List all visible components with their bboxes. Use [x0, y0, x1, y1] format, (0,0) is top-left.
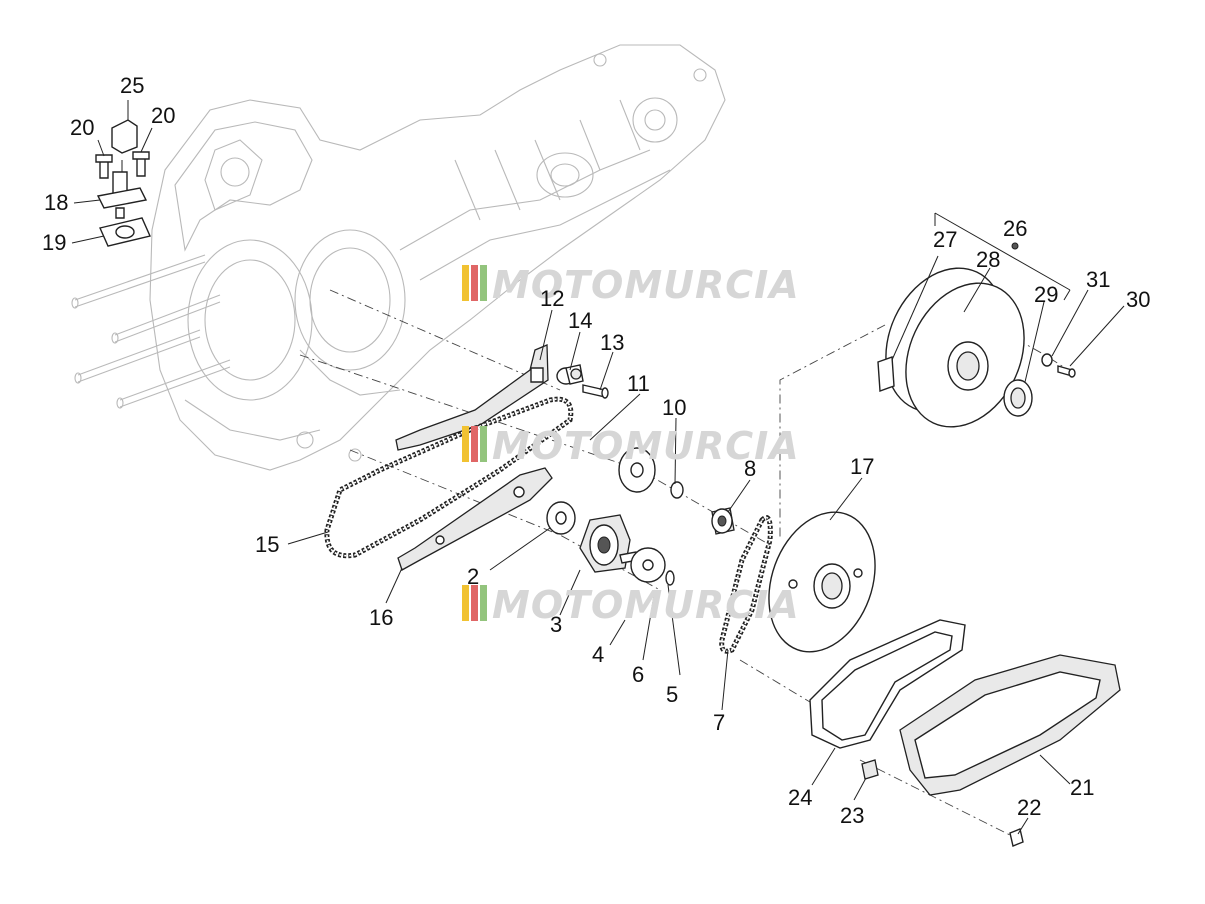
callout-15: 15: [255, 532, 279, 557]
callout-3: 3: [550, 612, 562, 637]
callout-10: 10: [662, 395, 686, 420]
leader-lines: [71, 127, 1125, 835]
callout-20-right: 20: [151, 103, 175, 128]
callout-5: 5: [666, 682, 678, 707]
cylinder-studs: [71, 254, 231, 409]
callout-8: 8: [744, 456, 756, 481]
lower-cover-assembly: [809, 619, 1121, 847]
callout-29: 29: [1034, 282, 1058, 307]
watermark-stripe-green: [480, 265, 487, 301]
watermark-logos: MOTOMURCIA MOTOMURCIA MOTOMURCIA: [462, 263, 800, 627]
watermark-text: MOTOMURCIA: [492, 263, 800, 307]
callout-4: 4: [592, 642, 604, 667]
callout-labels: 25 20 20 18 19 12 14 13 11 10 8 15 16 2 …: [42, 73, 1150, 828]
pump-chain-7: [719, 515, 773, 654]
callout-12: 12: [540, 286, 564, 311]
guide-pin-and-bushing: [556, 364, 609, 399]
callout-22: 22: [1017, 795, 1041, 820]
callout-6: 6: [632, 662, 644, 687]
oil-pump-assembly: [546, 447, 735, 586]
callout-19: 19: [42, 230, 66, 255]
callout-31: 31: [1086, 267, 1110, 292]
callout-14: 14: [568, 308, 592, 333]
callout-13: 13: [600, 330, 624, 355]
watermark-stripe-red: [471, 265, 478, 301]
callout-28: 28: [976, 247, 1000, 272]
engine-crankcase-ghost: [149, 44, 726, 471]
timing-chain-15: [324, 396, 574, 559]
chain-guides: [395, 344, 553, 571]
callout-30: 30: [1126, 287, 1150, 312]
watermark-stripe-yellow: [462, 265, 469, 301]
callout-24: 24: [788, 785, 812, 810]
callout-21: 21: [1070, 775, 1094, 800]
chain-tensioner-assembly: [95, 100, 151, 247]
callout-26: 26: [1003, 216, 1027, 241]
callout-23: 23: [840, 803, 864, 828]
callout-2: 2: [467, 564, 479, 589]
pulley-assembly: [877, 212, 1076, 428]
watermark-text: MOTOMURCIA: [492, 583, 800, 627]
callout-27: 27: [933, 227, 957, 252]
callout-18: 18: [44, 190, 68, 215]
watermark-logo-1: MOTOMURCIA: [462, 263, 800, 307]
callout-16: 16: [369, 605, 393, 630]
callout-17: 17: [850, 454, 874, 479]
callout-20-left: 20: [70, 115, 94, 140]
callout-25: 25: [120, 73, 144, 98]
watermark-text: MOTOMURCIA: [492, 424, 800, 468]
watermark-logo-2: MOTOMURCIA: [462, 424, 800, 468]
cover-plate-17: [768, 511, 876, 653]
callout-7: 7: [713, 710, 725, 735]
callout-11: 11: [627, 371, 650, 396]
watermark-logo-3: MOTOMURCIA: [462, 583, 800, 627]
